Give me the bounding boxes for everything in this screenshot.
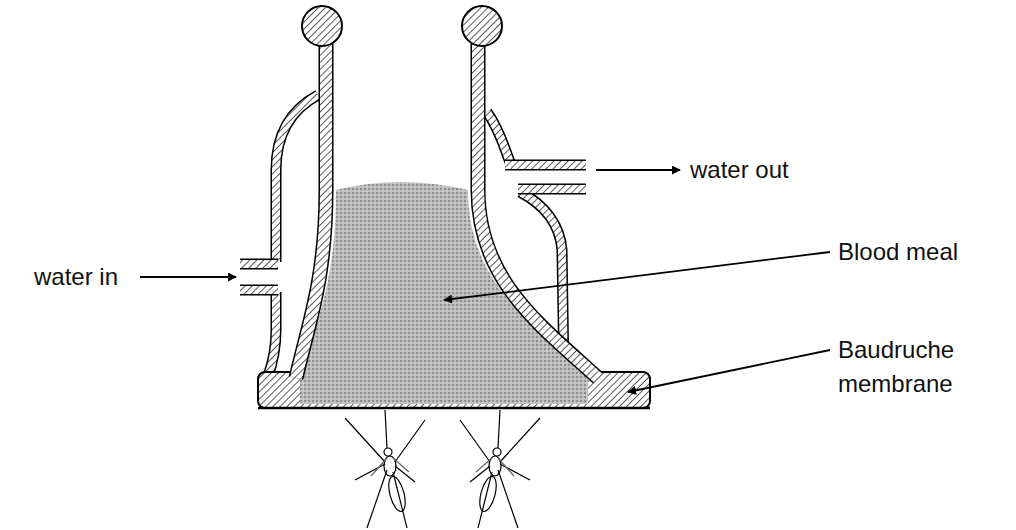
- callout-label: water out: [690, 153, 890, 187]
- water-jacket: [276, 95, 318, 262]
- blood-meal: [300, 182, 588, 404]
- leader-arrow: [596, 169, 680, 171]
- callout-label: water in: [34, 260, 144, 294]
- inner-vessel-wall: [478, 42, 598, 378]
- rim-knob: [462, 6, 502, 46]
- water-out-port: [505, 165, 586, 166]
- water-out-port: [518, 189, 586, 190]
- rim-knob: [302, 6, 342, 46]
- inner-vessel-wall: [296, 42, 326, 378]
- leader-arrow: [628, 350, 830, 392]
- water-jacket: [487, 112, 510, 162]
- mosquito: [345, 410, 425, 528]
- water-in-port: [240, 290, 278, 291]
- mosquito: [460, 410, 540, 528]
- water-jacket: [268, 292, 276, 376]
- membrane: [258, 407, 650, 410]
- leader-arrow: [444, 252, 830, 300]
- callout-label: Baudruche membrane: [838, 333, 998, 401]
- leader-arrow: [140, 276, 236, 278]
- callout-label: Blood meal: [838, 235, 998, 269]
- water-in-port: [240, 264, 278, 265]
